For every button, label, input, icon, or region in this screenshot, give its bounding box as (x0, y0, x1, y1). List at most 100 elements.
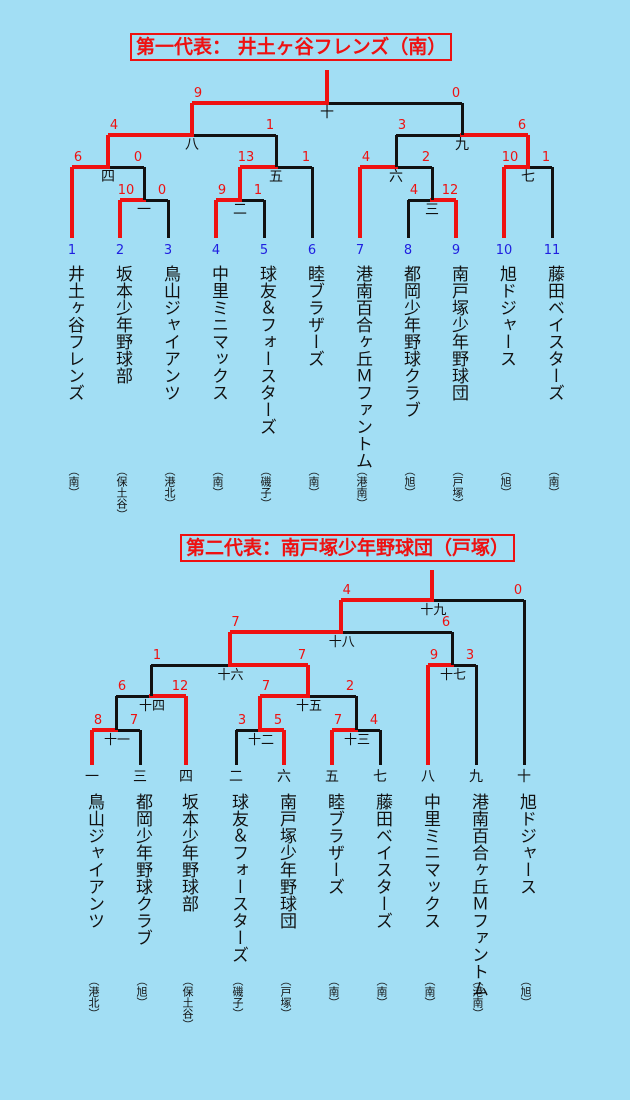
match-number: 十 (320, 105, 334, 121)
team-name: 鳥山ジャイアンツ (84, 793, 104, 929)
team-name: 鳥山ジャイアンツ (160, 265, 180, 401)
team-district: （南） (211, 465, 224, 498)
bracket1-line (166, 200, 170, 238)
bracket2-line (184, 696, 188, 765)
score-label: 1 (301, 150, 311, 165)
bracket1-line (240, 198, 264, 202)
score-label: 1 (253, 183, 263, 198)
bracket1-line (526, 135, 530, 167)
match-number: 二 (233, 202, 247, 218)
team-district: （南） (307, 465, 320, 498)
score-label: 4 (369, 713, 379, 728)
bracket1-line (214, 200, 218, 238)
bracket2-line (356, 728, 380, 732)
match-number: 八 (185, 137, 199, 153)
bracket2-line (114, 696, 118, 730)
bracket2-line (452, 663, 476, 667)
score-label: 13 (237, 150, 255, 165)
team-district: （旭） (519, 975, 532, 1008)
score-label: 8 (93, 713, 103, 728)
bracket1-line (192, 133, 276, 137)
bracket1-line (550, 167, 554, 238)
score-label: 1 (152, 648, 162, 663)
bracket1-line (72, 165, 110, 169)
score-label: 3 (397, 118, 407, 133)
team-seed: 2 (115, 243, 125, 258)
team-name: 藤田ベイスターズ (544, 265, 564, 401)
team-name: 藤田ベイスターズ (372, 793, 392, 929)
bracket1-line (120, 198, 146, 202)
match-number: 十八 (328, 635, 355, 650)
bracket1-line (276, 165, 312, 169)
bracket1-line (238, 167, 242, 200)
team-district: （旭） (499, 465, 512, 498)
score-label: 6 (117, 679, 127, 694)
bracket2-line (92, 728, 118, 732)
team-district: （南） (375, 975, 388, 1008)
bracket2-line (308, 694, 356, 698)
bracket2-line (234, 730, 238, 765)
match-number: 十五 (296, 699, 323, 714)
bracket1-line (118, 200, 122, 238)
team-seed: 九 (469, 769, 483, 785)
bracket1-line (406, 200, 410, 238)
bracket2-line (354, 696, 358, 730)
score-label: 12 (171, 679, 189, 694)
bracket1-line (502, 167, 506, 238)
match-number: 七 (521, 169, 535, 185)
bracket1-line (310, 167, 314, 238)
team-district: （磯子） (259, 465, 272, 509)
team-district: （南） (67, 465, 80, 498)
score-label: 12 (441, 183, 459, 198)
bracket2-line (149, 665, 153, 696)
bracket1-line (360, 165, 398, 169)
team-seed: 七 (373, 769, 387, 785)
team-seed: 7 (355, 243, 365, 258)
bracket1-line (108, 133, 194, 137)
score-label: 10 (501, 150, 519, 165)
score-label: 3 (465, 648, 475, 663)
bracket2-line (378, 730, 382, 765)
match-number: 十六 (217, 668, 244, 683)
bracket2-title: 第二代表：南戸塚少年野球団（戸塚） (180, 534, 516, 562)
team-name: 都岡少年野球クラブ (132, 793, 152, 946)
score-label: 7 (297, 648, 307, 663)
team-name: 球友＆フォースターズ (228, 793, 248, 963)
score-label: 5 (273, 713, 283, 728)
bracket1-line (327, 101, 462, 105)
match-number: 十二 (248, 733, 275, 748)
bracket2-line (229, 630, 343, 634)
team-district: （港南） (355, 465, 368, 509)
match-number: 一 (137, 202, 151, 218)
team-seed: 十 (517, 769, 531, 785)
bracket1-line (396, 165, 432, 169)
score-label: 4 (361, 150, 371, 165)
team-name: 睦ブラザーズ (324, 793, 344, 895)
team-name: 旭ドジャース (496, 265, 516, 367)
team-name: 南戸塚少年野球団 (448, 265, 468, 401)
bracket2-line (138, 730, 142, 765)
match-number: 四 (101, 169, 115, 185)
team-district: （戸塚） (451, 465, 464, 509)
team-seed: 八 (421, 769, 435, 785)
team-seed: 五 (325, 769, 339, 785)
score-label: 0 (513, 583, 523, 598)
match-number: 十四 (139, 699, 166, 714)
match-number: 六 (389, 169, 403, 185)
bracket1-line (460, 133, 528, 137)
team-seed: 9 (451, 243, 461, 258)
team-district: （保土谷） (115, 465, 128, 520)
bracket1-line (240, 165, 278, 169)
team-seed: 6 (307, 243, 317, 258)
team-district: （港北） (87, 975, 100, 1019)
bracket2-line (330, 730, 334, 765)
match-number: 十一 (104, 733, 131, 748)
team-name: 中里ミニマックス (420, 793, 440, 929)
score-label: 7 (231, 615, 240, 630)
score-label: 9 (193, 86, 203, 101)
team-name: 坂本少年野球部 (178, 793, 198, 912)
match-number: 九 (455, 137, 469, 153)
match-number: 三 (425, 202, 439, 218)
team-name: 中里ミニマックス (208, 265, 228, 401)
